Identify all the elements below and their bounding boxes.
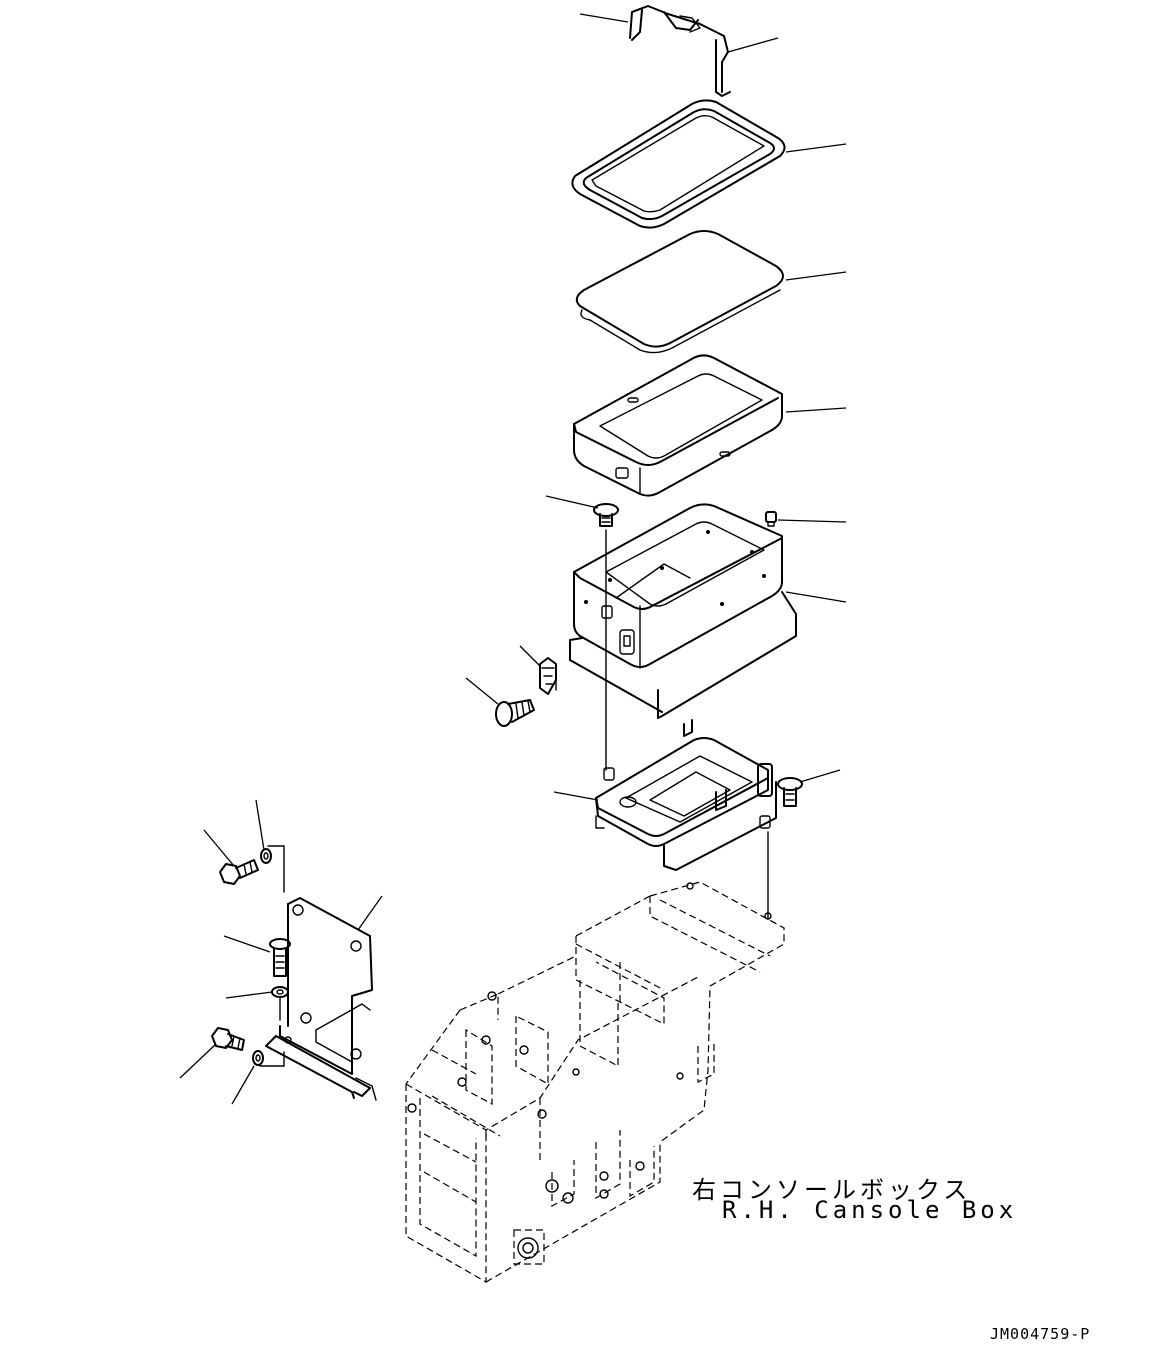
caption-english: R.H. Cansole Box (722, 1196, 1018, 1224)
bolt-part (495, 699, 535, 727)
console-frame (405, 881, 785, 1284)
mat-part (575, 230, 784, 354)
latch-part (539, 657, 557, 695)
bolt-left-middle (269, 938, 291, 977)
screw-part (593, 503, 619, 527)
strap-part (629, 5, 731, 97)
mounting-bracket-part (595, 719, 777, 871)
screw-part-right (777, 777, 803, 807)
seal-ring-part (571, 99, 786, 229)
washer-left-upper (260, 848, 272, 864)
bolt-left-upper (219, 859, 259, 885)
side-plate-part (265, 897, 373, 1099)
tray-part (573, 354, 783, 497)
leader-lines (179, 13, 847, 1105)
washer-left-middle (271, 986, 289, 998)
bolt-left-lower (211, 1027, 245, 1051)
box-body-part (569, 503, 797, 719)
washer-left-lower (252, 1050, 264, 1066)
assembly-line-left (259, 845, 377, 1101)
drawing-code: JM004759-P (990, 1325, 1091, 1343)
nut-part (765, 511, 777, 527)
caption-japanese: 右コンソールボックス (692, 1176, 972, 1204)
